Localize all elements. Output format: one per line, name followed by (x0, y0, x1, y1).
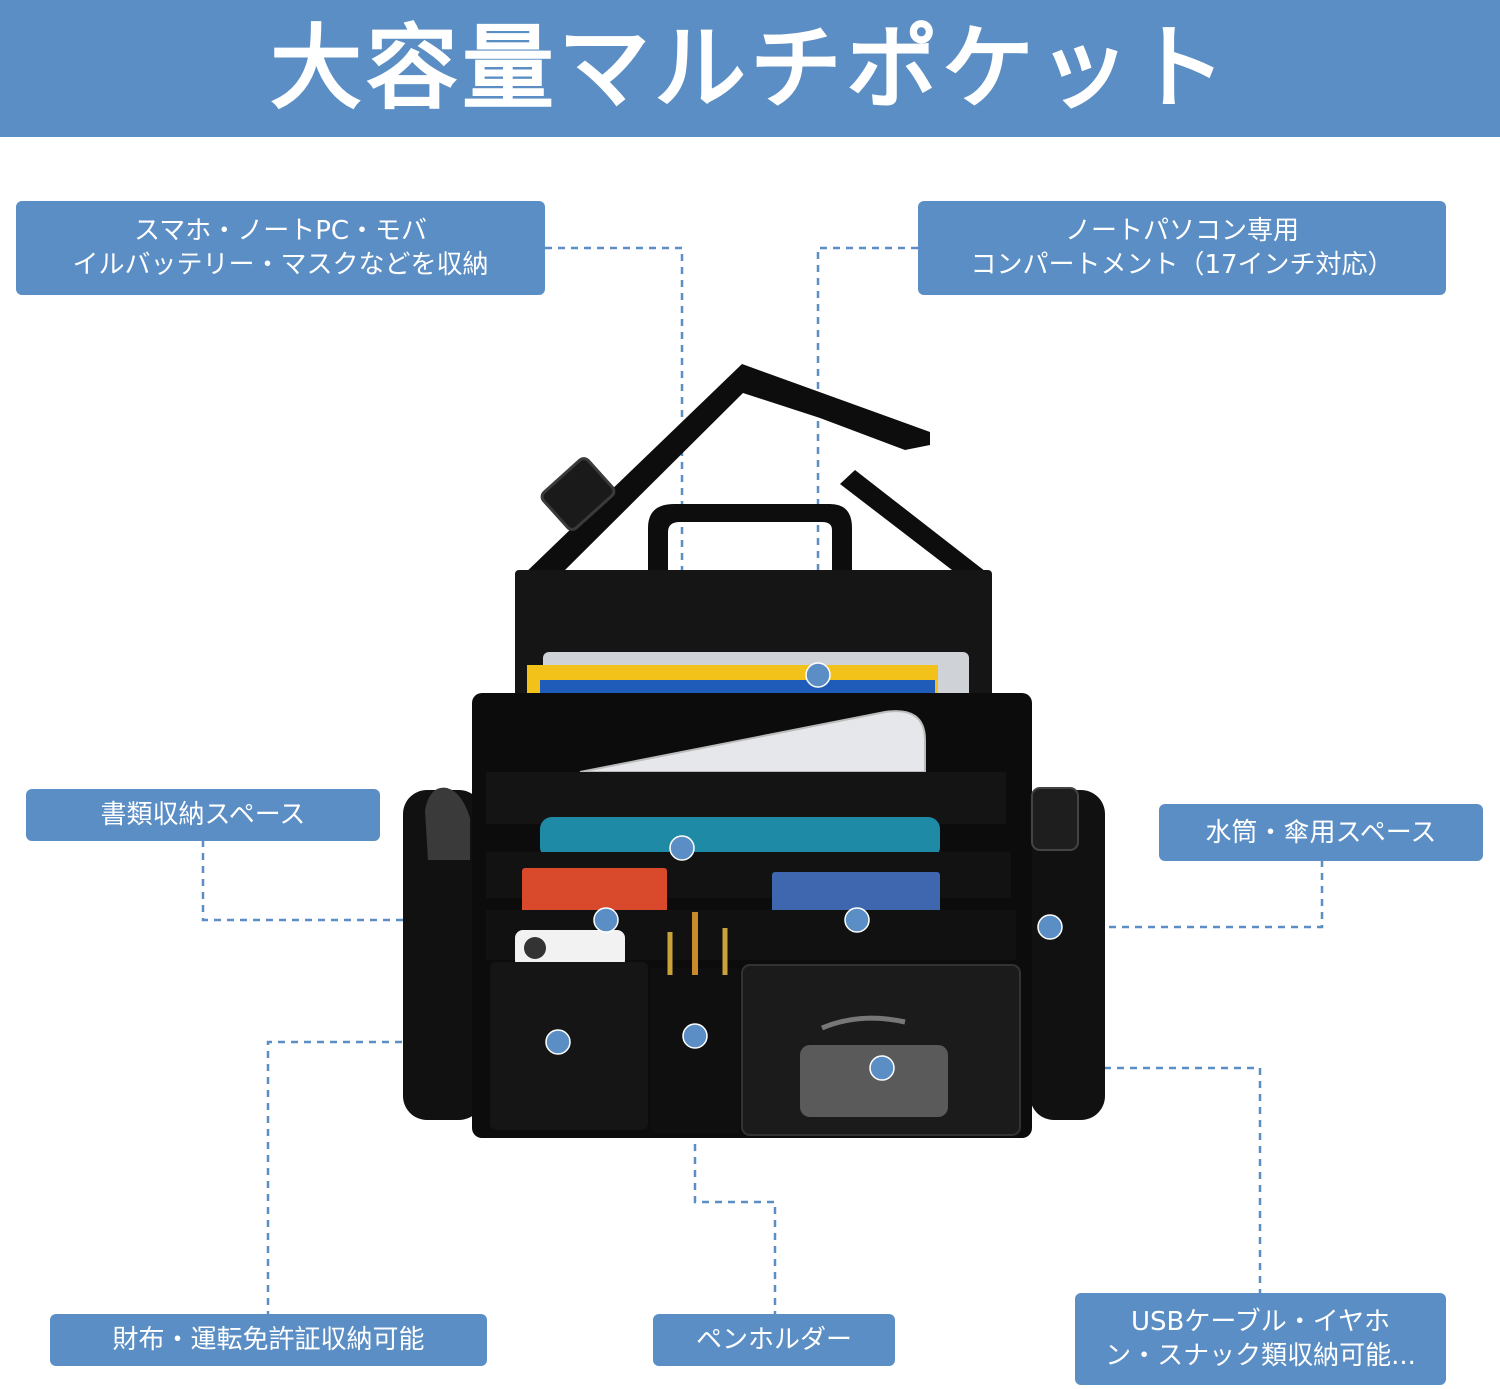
label-pen-holder: ペンホルダー (653, 1314, 895, 1366)
label-usb-snacks-line2: ン・スナック類収納可能... (1105, 1341, 1416, 1371)
dot-laptop-compartment (805, 662, 831, 688)
blue-book (772, 872, 940, 920)
buckle-icon (540, 457, 616, 531)
label-pen-holder-text: ペンホルダー (695, 1325, 852, 1355)
label-phone-laptop-line1: スマホ・ノートPC・モバ (133, 216, 428, 246)
label-documents: 書類収納スペース (26, 789, 380, 841)
page-title: 大容量マルチポケット (269, 14, 1230, 122)
shoulder-strap (520, 364, 930, 578)
tablet-silver (579, 710, 926, 773)
bag-side-left (403, 790, 483, 1120)
label-laptop-compartment: ノートパソコン専用 コンパートメント（17インチ対応） (918, 201, 1446, 295)
label-bottle-umbrella-text: 水筒・傘用スペース (1205, 817, 1437, 848)
usb-cable (821, 1015, 906, 1031)
label-phone-laptop-line2: イルバッテリー・マスクなどを収納 (72, 250, 489, 280)
pointer-dots (545, 662, 1063, 1081)
dot-usb (869, 1055, 895, 1081)
dot-documents-right (844, 907, 870, 933)
label-laptop-compartment-line1: ノートパソコン専用 (1064, 216, 1299, 246)
header-banner: 大容量マルチポケット (0, 0, 1500, 137)
power-bank (800, 1045, 948, 1117)
bag-side-right (1030, 790, 1105, 1120)
label-bottle-umbrella: 水筒・傘用スペース (1159, 804, 1483, 861)
label-documents-text: 書類収納スペース (100, 800, 306, 830)
teal-tablet (540, 817, 940, 859)
umbrella (425, 787, 470, 860)
water-bottle (1031, 787, 1079, 851)
label-usb-snacks: USBケーブル・イヤホ ン・スナック類収納可能... (1075, 1293, 1446, 1385)
label-wallet-license: 財布・運転免許証収納可能 (50, 1314, 487, 1366)
label-usb-snacks-line1: USBケーブル・イヤホ (1130, 1307, 1391, 1337)
label-laptop-compartment-line2: コンパートメント（17インチ対応） (970, 250, 1394, 280)
dot-phone-laptop (669, 835, 695, 861)
dot-wallet (545, 1029, 571, 1055)
leader-line-usb (882, 1066, 1262, 1296)
red-book (522, 868, 667, 918)
front-pocket-row-1 (486, 772, 1006, 824)
phone-white (515, 930, 625, 968)
label-wallet-license-text: 財布・運転免許証収納可能 (112, 1325, 425, 1355)
shoulder-strap-right (840, 470, 990, 580)
leader-line-documents (201, 840, 857, 922)
label-phone-laptop: スマホ・ノートPC・モバ イルバッテリー・マスクなどを収納 (16, 201, 545, 295)
top-handle (648, 504, 852, 580)
dot-documents-left (593, 907, 619, 933)
leader-line-bottle-umbrella (1050, 860, 1324, 929)
pen-pocket (650, 968, 740, 1133)
dot-pen (682, 1023, 708, 1049)
dot-bottle-umbrella (1037, 914, 1063, 940)
